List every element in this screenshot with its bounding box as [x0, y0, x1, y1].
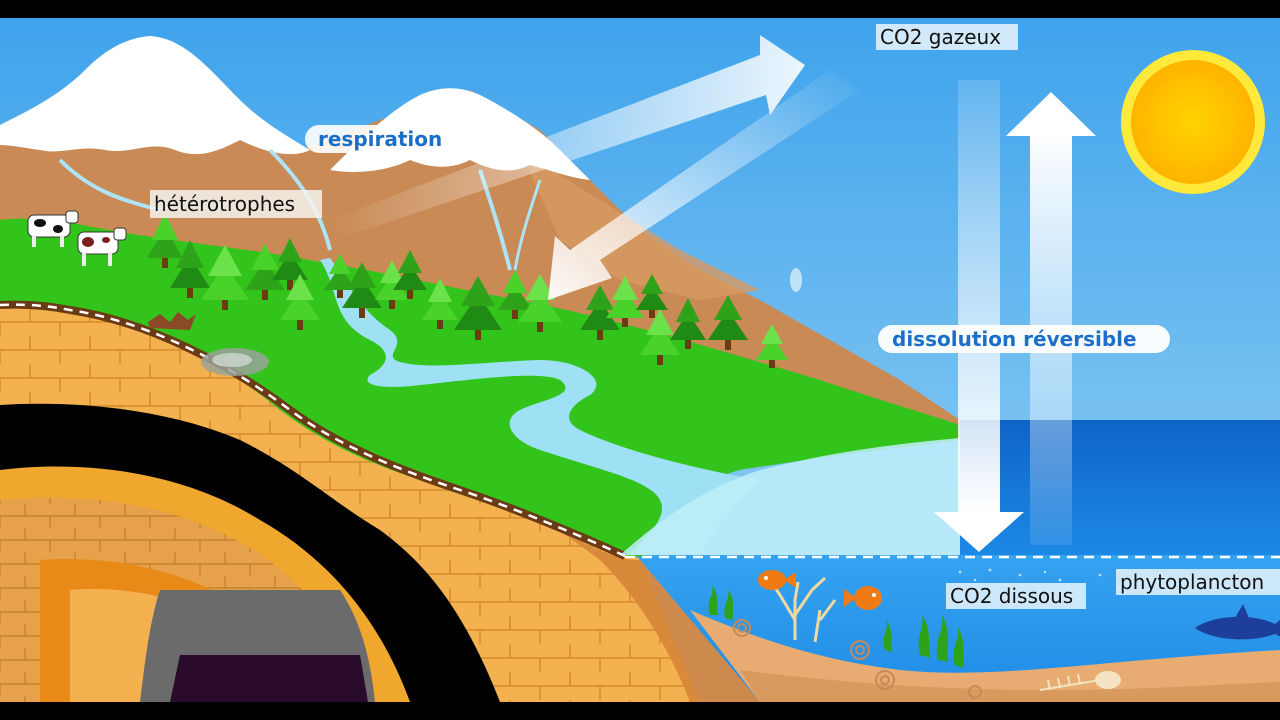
label-dissolution: dissolution réversible — [878, 325, 1170, 353]
tree-icon — [272, 238, 308, 290]
sea-floor — [690, 610, 1280, 702]
shark-icon — [1195, 604, 1280, 640]
cow-icon — [27, 210, 79, 247]
tree-icon — [324, 254, 356, 298]
forest — [147, 213, 788, 368]
tree-icon — [636, 274, 668, 318]
letterbox-bottom — [0, 702, 1280, 720]
tree-icon — [640, 309, 680, 365]
sea-surface — [960, 420, 1280, 560]
sun-icon — [1121, 50, 1265, 194]
tree-icon — [708, 295, 748, 350]
svg-text:CO2 gazeux: CO2 gazeux — [880, 25, 1001, 49]
decomposing-matter — [148, 312, 269, 376]
svg-text:respiration: respiration — [318, 127, 442, 151]
tree-icon — [201, 245, 249, 310]
tree-icon — [498, 270, 532, 319]
tree-icon — [756, 324, 788, 368]
svg-text:phytoplancton: phytoplancton — [1120, 570, 1264, 594]
estuary — [620, 438, 960, 555]
soil-dash — [0, 303, 626, 558]
tree-icon — [245, 244, 285, 300]
fossil-fish-icon — [1039, 671, 1121, 691]
sea-floor-lower — [740, 670, 1280, 702]
tree-icon — [147, 213, 183, 268]
tree-icon — [342, 262, 382, 318]
svg-text:CO2 dissous: CO2 dissous — [950, 584, 1073, 608]
label-co2-dissolved: CO2 dissous — [946, 583, 1086, 609]
dissolution-arrow-down — [934, 80, 1024, 552]
seaweed — [708, 585, 964, 668]
land — [0, 218, 960, 557]
cow-icon — [77, 227, 127, 266]
tree-icon — [393, 250, 427, 299]
tree-icon — [375, 260, 409, 309]
respiration-arrow — [330, 35, 805, 240]
letterbox-top — [0, 0, 1280, 18]
label-heterotrophs: hétérotrophes — [150, 190, 322, 218]
tree-icon — [580, 285, 620, 340]
svg-text:dissolution réversible: dissolution réversible — [892, 327, 1137, 351]
label-respiration: respiration — [305, 125, 465, 153]
fish-icon — [758, 570, 796, 590]
shell-icon — [733, 619, 982, 699]
fish-icon — [844, 586, 882, 610]
label-co2-gas: CO2 gazeux — [876, 24, 1018, 50]
label-phytoplankton: phytoplancton — [1116, 569, 1280, 595]
tree-icon — [606, 276, 644, 327]
photosynthesis-arrow — [548, 70, 860, 300]
tree-icon — [422, 278, 458, 329]
tree-icon — [518, 274, 562, 332]
tree-icon — [454, 276, 502, 340]
tree-icon — [170, 240, 210, 298]
tree-icon — [670, 298, 706, 349]
river — [320, 258, 760, 555]
svg-text:hétérotrophes: hétérotrophes — [154, 192, 295, 216]
rock-strata — [0, 304, 760, 702]
tree-icon — [280, 274, 320, 330]
